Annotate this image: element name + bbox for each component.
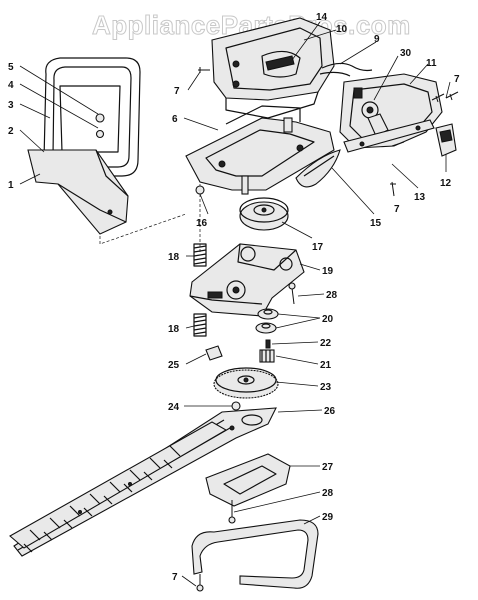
blade-plate bbox=[205, 453, 291, 507]
callout-7-right: 7 bbox=[454, 74, 460, 85]
pulley bbox=[239, 197, 289, 231]
callout-21: 21 bbox=[320, 360, 332, 371]
hand-guard bbox=[191, 519, 319, 589]
callout-26: 26 bbox=[324, 406, 336, 417]
callout-4: 4 bbox=[8, 80, 14, 91]
switch-bar bbox=[343, 119, 435, 153]
callout-5: 5 bbox=[8, 62, 14, 73]
callout-29: 29 bbox=[322, 512, 334, 523]
spring-upper bbox=[193, 243, 207, 267]
callout-7-top: 7 bbox=[174, 86, 180, 97]
pinion-gear bbox=[259, 349, 275, 363]
screw-28-upper bbox=[288, 282, 296, 305]
callout-2: 2 bbox=[8, 126, 14, 137]
callout-1: 1 bbox=[8, 180, 14, 191]
callout-7-bottom: 7 bbox=[172, 572, 178, 583]
slider-block bbox=[205, 345, 223, 361]
callout-7-mid: 7 bbox=[394, 204, 400, 215]
callout-20: 20 bbox=[322, 314, 334, 325]
callout-17: 17 bbox=[312, 242, 324, 253]
callout-24: 24 bbox=[168, 402, 180, 413]
gear-housing-frame bbox=[185, 105, 335, 195]
leader-lines bbox=[19, 21, 451, 587]
motor-housing-half bbox=[211, 17, 335, 119]
washer-16 bbox=[195, 185, 205, 195]
callout-9: 9 bbox=[374, 34, 380, 45]
callout-14: 14 bbox=[316, 12, 328, 23]
callout-13: 13 bbox=[414, 192, 426, 203]
callout-30: 30 bbox=[400, 48, 412, 59]
callout-3: 3 bbox=[8, 100, 14, 111]
screw-28-lower bbox=[228, 500, 236, 524]
callout-16: 16 bbox=[196, 218, 208, 229]
callout-22: 22 bbox=[320, 338, 332, 349]
callout-25: 25 bbox=[168, 360, 180, 371]
trigger-switch bbox=[367, 113, 389, 137]
callout-28-lower: 28 bbox=[322, 488, 334, 499]
washer-24 bbox=[231, 401, 241, 411]
callout-6: 6 bbox=[172, 114, 178, 125]
callout-labels: 5 4 3 2 1 6 7 14 10 9 30 11 7 12 13 7 15… bbox=[8, 12, 460, 583]
callout-18-lower: 18 bbox=[168, 324, 180, 335]
callout-11: 11 bbox=[426, 58, 437, 69]
callout-28-upper: 28 bbox=[326, 290, 338, 301]
callout-19: 19 bbox=[322, 266, 334, 277]
callout-10: 10 bbox=[336, 24, 348, 35]
blade-cover bbox=[27, 149, 129, 235]
lock-button bbox=[435, 123, 457, 157]
callout-23: 23 bbox=[320, 382, 332, 393]
bearings bbox=[255, 308, 279, 334]
callout-18-upper: 18 bbox=[168, 252, 180, 263]
callout-27: 27 bbox=[322, 462, 334, 473]
callout-12: 12 bbox=[440, 178, 452, 189]
pin bbox=[265, 339, 271, 349]
screw-7-bottom bbox=[196, 574, 204, 592]
spring-lower bbox=[193, 313, 207, 337]
gear-case bbox=[189, 243, 305, 317]
wire-lead bbox=[319, 62, 373, 77]
callout-15: 15 bbox=[370, 218, 382, 229]
main-gear bbox=[213, 367, 279, 399]
blade-assembly bbox=[9, 407, 277, 557]
